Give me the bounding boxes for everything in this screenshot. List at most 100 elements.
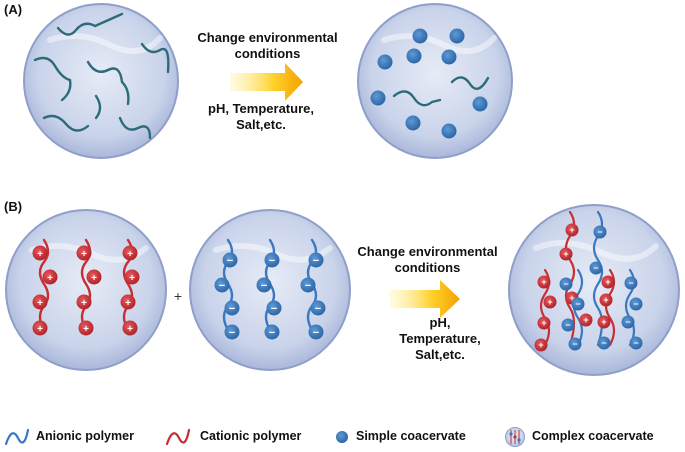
- anion-charge: [310, 300, 326, 316]
- positive-charge-label: +: [563, 249, 568, 259]
- dish-b-anionic: − − − − − − − − − − − −: [189, 209, 351, 371]
- anion-charge: [256, 277, 272, 293]
- negative-charge-label: −: [315, 303, 321, 315]
- panel-b-examples-caption: pH, Temperature, Salt,etc.: [399, 315, 481, 362]
- anion-charge: [264, 324, 280, 340]
- complex-cation-charges: [534, 223, 615, 352]
- simple-coacervate: [441, 123, 457, 139]
- negative-charge-label: −: [565, 320, 570, 330]
- positive-charge-label: +: [37, 249, 43, 260]
- panel-a-label: (A): [4, 2, 23, 17]
- polymer-chain: [86, 60, 130, 106]
- negative-charge-label: −: [563, 279, 568, 289]
- simple-coacervate-legend-icon: [336, 431, 348, 443]
- legend-complex-label: Complex coacervate: [532, 429, 654, 443]
- anion-charges: [214, 252, 326, 340]
- cation-charge: [543, 295, 557, 309]
- negative-charge-label: −: [269, 255, 275, 267]
- dish-b-cationic: + + + + + + + + + + + +: [5, 209, 167, 371]
- cation-charge: [120, 294, 136, 310]
- negative-charge-label: −: [593, 263, 598, 273]
- anion-charge: [224, 324, 240, 340]
- positive-charge-label: +: [129, 273, 135, 284]
- legend-anionic-label: Anionic polymer: [36, 429, 134, 443]
- polymer-chain: [56, 12, 124, 36]
- plus-sign: +: [174, 288, 182, 304]
- complex-coacervate-legend-icon: [505, 427, 525, 447]
- legend-simple-label: Simple coacervate: [356, 429, 466, 443]
- dish-b-complex: + + + + + + + + + + + − − − − − − − − −: [508, 204, 680, 376]
- positive-charge-label: +: [601, 317, 606, 327]
- anion-charge: [593, 225, 607, 239]
- anion-charge: [559, 277, 573, 291]
- cation-charge: [32, 245, 48, 261]
- anion-charge: [264, 252, 280, 268]
- negative-charge-label: −: [313, 327, 319, 339]
- positive-charge-label: +: [127, 249, 133, 260]
- negative-charge-label: −: [305, 280, 311, 292]
- negative-charge-label: −: [269, 327, 275, 339]
- polymer-chain: [450, 76, 490, 90]
- anion-charge: [597, 336, 611, 350]
- negative-charge-label: −: [628, 278, 633, 288]
- simple-coacervate: [406, 48, 422, 64]
- anion-charge: [629, 336, 643, 350]
- positive-charge-label: +: [81, 298, 87, 309]
- panel-a-condition-caption: Change environmental conditions: [197, 30, 338, 61]
- cation-charge: [124, 269, 140, 285]
- negative-charge-label: −: [271, 303, 277, 315]
- negative-charge-label: −: [572, 339, 577, 349]
- anion-charge: [624, 276, 638, 290]
- positive-charge-label: +: [547, 297, 552, 307]
- simple-coacervate: [441, 49, 457, 65]
- positive-charge-label: +: [47, 273, 53, 284]
- negative-charge-label: −: [601, 338, 606, 348]
- cation-charge: [78, 320, 94, 336]
- panel-b-label: (B): [4, 199, 23, 214]
- polymer-chains: [33, 12, 170, 140]
- simple-coacervate-droplets: [370, 28, 488, 139]
- anionic-polymer-legend-icon: [4, 428, 30, 446]
- polymer-chain: [118, 116, 152, 140]
- positive-charge-label: +: [569, 225, 574, 235]
- positive-charge-label: +: [583, 315, 588, 325]
- positive-charge-label: +: [569, 293, 574, 303]
- arrow-b: [390, 280, 460, 318]
- negative-charge-label: −: [261, 280, 267, 292]
- cation-charges: [32, 245, 140, 336]
- negative-charge-label: −: [227, 255, 233, 267]
- positive-charge-label: +: [603, 295, 608, 305]
- cation-charge: [565, 223, 579, 237]
- negative-charge-label: −: [229, 327, 235, 339]
- anion-charge: [300, 277, 316, 293]
- legend: [4, 427, 525, 447]
- cation-charge: [534, 338, 548, 352]
- polymer-chain: [42, 114, 90, 132]
- anion-charge: [224, 300, 240, 316]
- positive-charge-label: +: [605, 277, 610, 287]
- cation-charge: [599, 293, 613, 307]
- polymer-chain: [94, 94, 102, 120]
- simple-coacervate: [412, 28, 428, 44]
- anion-charge: [561, 318, 575, 332]
- cation-charge: [76, 294, 92, 310]
- positive-charge-label: +: [37, 324, 43, 335]
- positive-charge-label: +: [538, 340, 543, 350]
- cation-charge: [122, 245, 138, 261]
- cation-charge: [579, 313, 593, 327]
- polymer-chain: [33, 56, 72, 102]
- legend-cationic-label: Cationic polymer: [200, 429, 302, 443]
- anion-charge: [629, 297, 643, 311]
- dish-a-right: [357, 3, 513, 159]
- negative-charge-label: −: [219, 280, 225, 292]
- panel-b-condition-caption: Change environmental conditions: [357, 244, 498, 275]
- cation-charge: [597, 315, 611, 329]
- simple-coacervate: [449, 28, 465, 44]
- dish-a-left: [23, 3, 179, 159]
- negative-charge-label: −: [597, 227, 602, 237]
- anion-charge: [571, 297, 585, 311]
- panel-a-examples-caption: pH, Temperature, Salt,etc.: [208, 101, 314, 132]
- cation-charge: [32, 294, 48, 310]
- cation-charge: [86, 269, 102, 285]
